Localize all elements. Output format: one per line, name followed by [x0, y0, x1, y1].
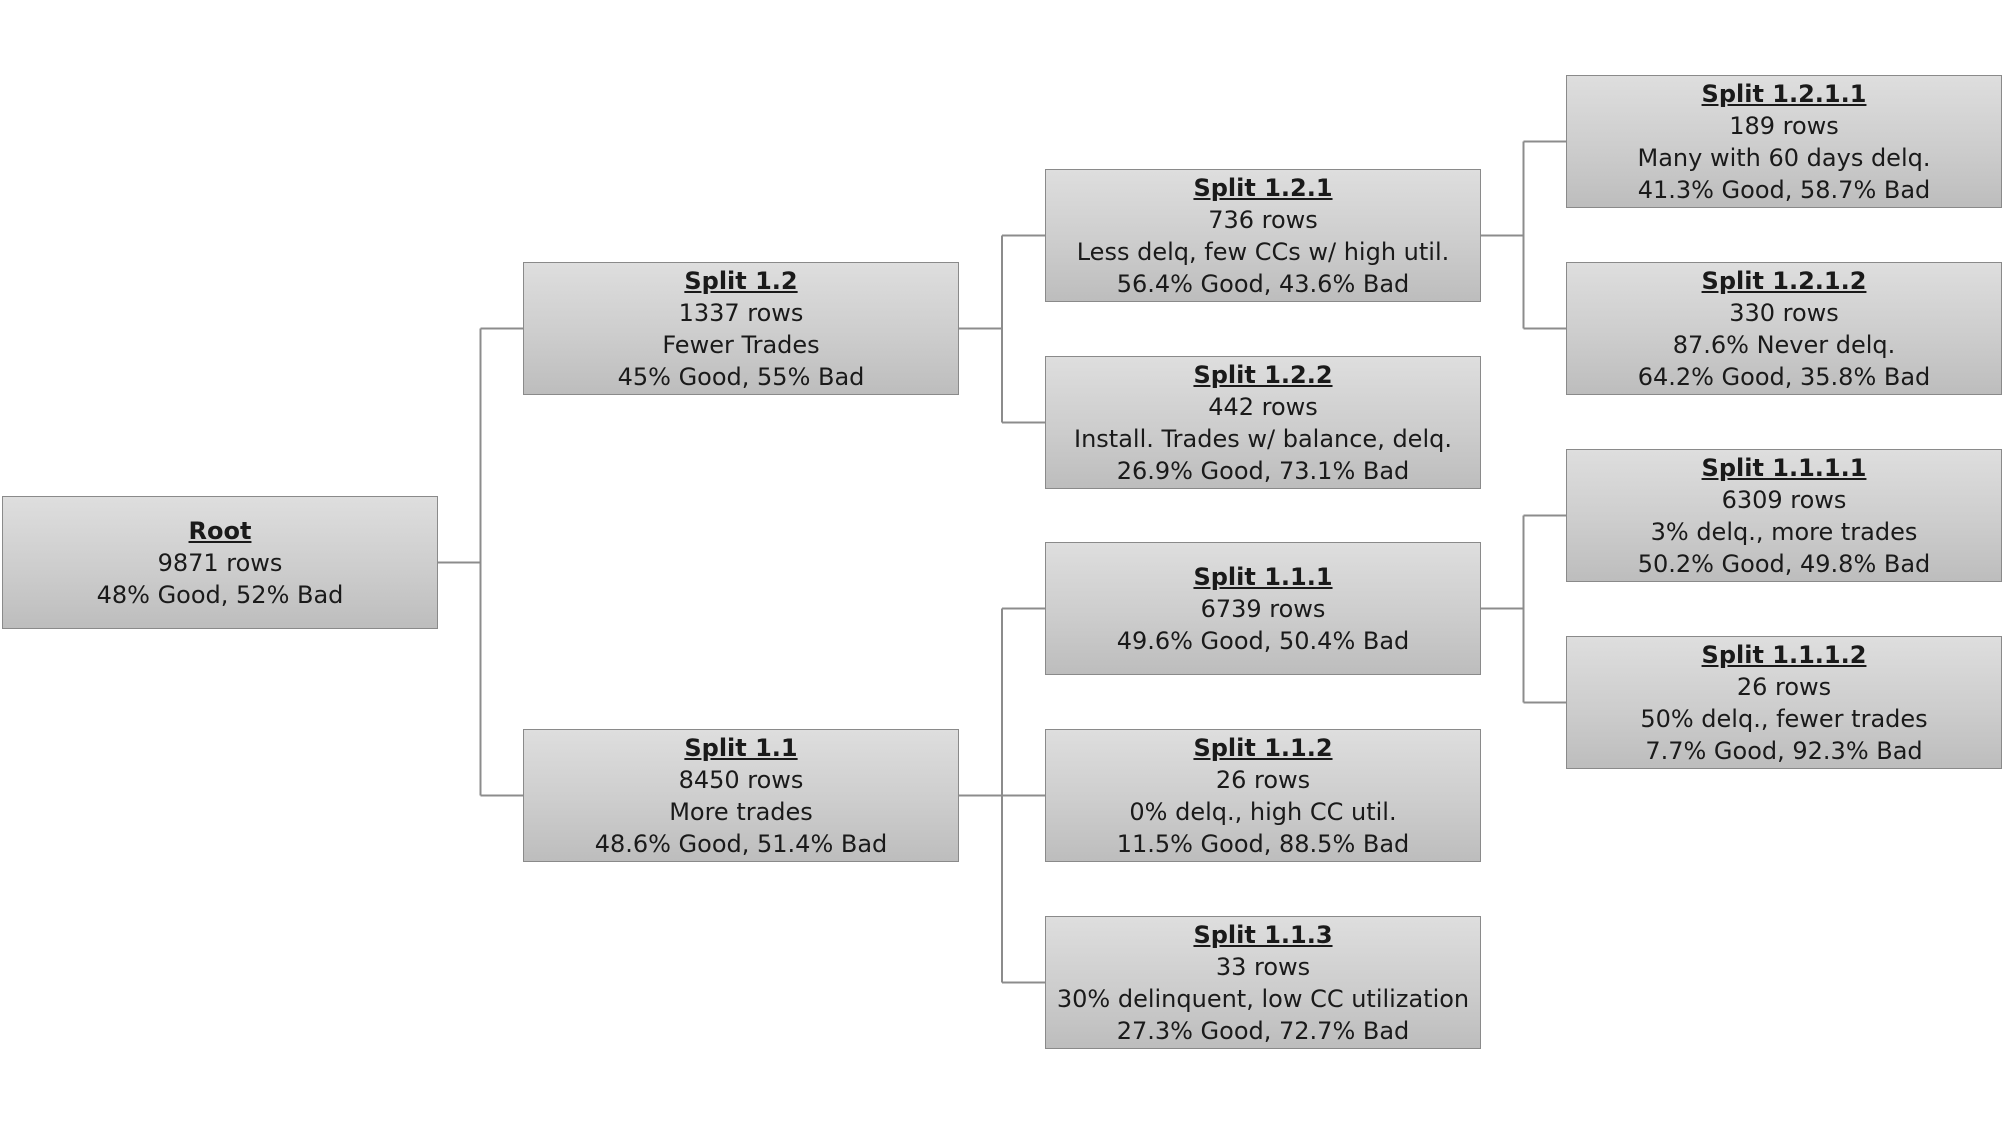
node-title: Split 1.1.1 — [1193, 562, 1333, 591]
node-rows: 26 rows — [1736, 672, 1832, 701]
node-title: Split 1.2.1 — [1193, 173, 1333, 202]
node-stats: 49.6% Good, 50.4% Bad — [1116, 626, 1410, 655]
node-description: 3% delq., more trades — [1650, 517, 1918, 546]
node-title: Split 1.1.2 — [1193, 733, 1333, 762]
node-split-1-2: Split 1.2 1337 rows Fewer Trades 45% Goo… — [523, 262, 959, 395]
node-split-1-2-2: Split 1.2.2 442 rows Install. Trades w/ … — [1045, 356, 1481, 489]
node-description: Fewer Trades — [662, 330, 820, 359]
node-title: Split 1.1.1.1 — [1701, 453, 1867, 482]
node-split-1-1-1-1: Split 1.1.1.1 6309 rows 3% delq., more t… — [1566, 449, 2002, 582]
node-description: Install. Trades w/ balance, delq. — [1074, 424, 1452, 453]
node-rows: 1337 rows — [678, 298, 804, 327]
node-split-1-1-1: Split 1.1.1 6739 rows 49.6% Good, 50.4% … — [1045, 542, 1481, 675]
node-stats: 11.5% Good, 88.5% Bad — [1116, 829, 1410, 858]
node-rows: 8450 rows — [678, 765, 804, 794]
node-stats: 56.4% Good, 43.6% Bad — [1116, 269, 1410, 298]
node-split-1-1-2: Split 1.1.2 26 rows 0% delq., high CC ut… — [1045, 729, 1481, 862]
node-split-1-1-3: Split 1.1.3 33 rows 30% delinquent, low … — [1045, 916, 1481, 1049]
node-rows: 26 rows — [1215, 765, 1311, 794]
node-stats: 48.6% Good, 51.4% Bad — [594, 829, 888, 858]
node-rows: 9871 rows — [157, 548, 283, 577]
node-split-1-1: Split 1.1 8450 rows More trades 48.6% Go… — [523, 729, 959, 862]
node-description: Many with 60 days delq. — [1637, 143, 1931, 172]
node-rows: 189 rows — [1729, 111, 1839, 140]
node-rows: 6309 rows — [1721, 485, 1847, 514]
node-title: Split 1.1 — [684, 733, 798, 762]
node-split-1-1-1-2: Split 1.1.1.2 26 rows 50% delq., fewer t… — [1566, 636, 2002, 769]
node-title: Split 1.2.2 — [1193, 360, 1333, 389]
node-description: More trades — [669, 797, 813, 826]
node-stats: 64.2% Good, 35.8% Bad — [1637, 362, 1931, 391]
node-stats: 48% Good, 52% Bad — [96, 580, 344, 609]
node-title: Split 1.2.1.1 — [1701, 79, 1867, 108]
node-description: 87.6% Never delq. — [1672, 330, 1896, 359]
node-rows: 33 rows — [1215, 952, 1311, 981]
node-root: Root 9871 rows 48% Good, 52% Bad — [2, 496, 438, 629]
node-description: 30% delinquent, low CC utilization — [1056, 984, 1470, 1013]
node-rows: 736 rows — [1208, 205, 1318, 234]
node-stats: 45% Good, 55% Bad — [617, 362, 865, 391]
node-rows: 330 rows — [1729, 298, 1839, 327]
node-title: Split 1.2 — [684, 266, 798, 295]
node-rows: 442 rows — [1208, 392, 1318, 421]
node-split-1-2-1: Split 1.2.1 736 rows Less delq, few CCs … — [1045, 169, 1481, 302]
node-stats: 50.2% Good, 49.8% Bad — [1637, 549, 1931, 578]
node-title: Root — [188, 516, 252, 545]
node-description: Less delq, few CCs w/ high util. — [1076, 237, 1450, 266]
node-stats: 27.3% Good, 72.7% Bad — [1116, 1016, 1410, 1045]
node-split-1-2-1-1: Split 1.2.1.1 189 rows Many with 60 days… — [1566, 75, 2002, 208]
node-split-1-2-1-2: Split 1.2.1.2 330 rows 87.6% Never delq.… — [1566, 262, 2002, 395]
node-title: Split 1.1.1.2 — [1701, 640, 1867, 669]
node-stats: 26.9% Good, 73.1% Bad — [1116, 456, 1410, 485]
node-stats: 41.3% Good, 58.7% Bad — [1637, 175, 1931, 204]
node-stats: 7.7% Good, 92.3% Bad — [1645, 736, 1923, 765]
node-description: 0% delq., high CC util. — [1129, 797, 1397, 826]
node-title: Split 1.2.1.2 — [1701, 266, 1867, 295]
node-rows: 6739 rows — [1200, 594, 1326, 623]
node-title: Split 1.1.3 — [1193, 920, 1333, 949]
node-description: 50% delq., fewer trades — [1640, 704, 1928, 733]
